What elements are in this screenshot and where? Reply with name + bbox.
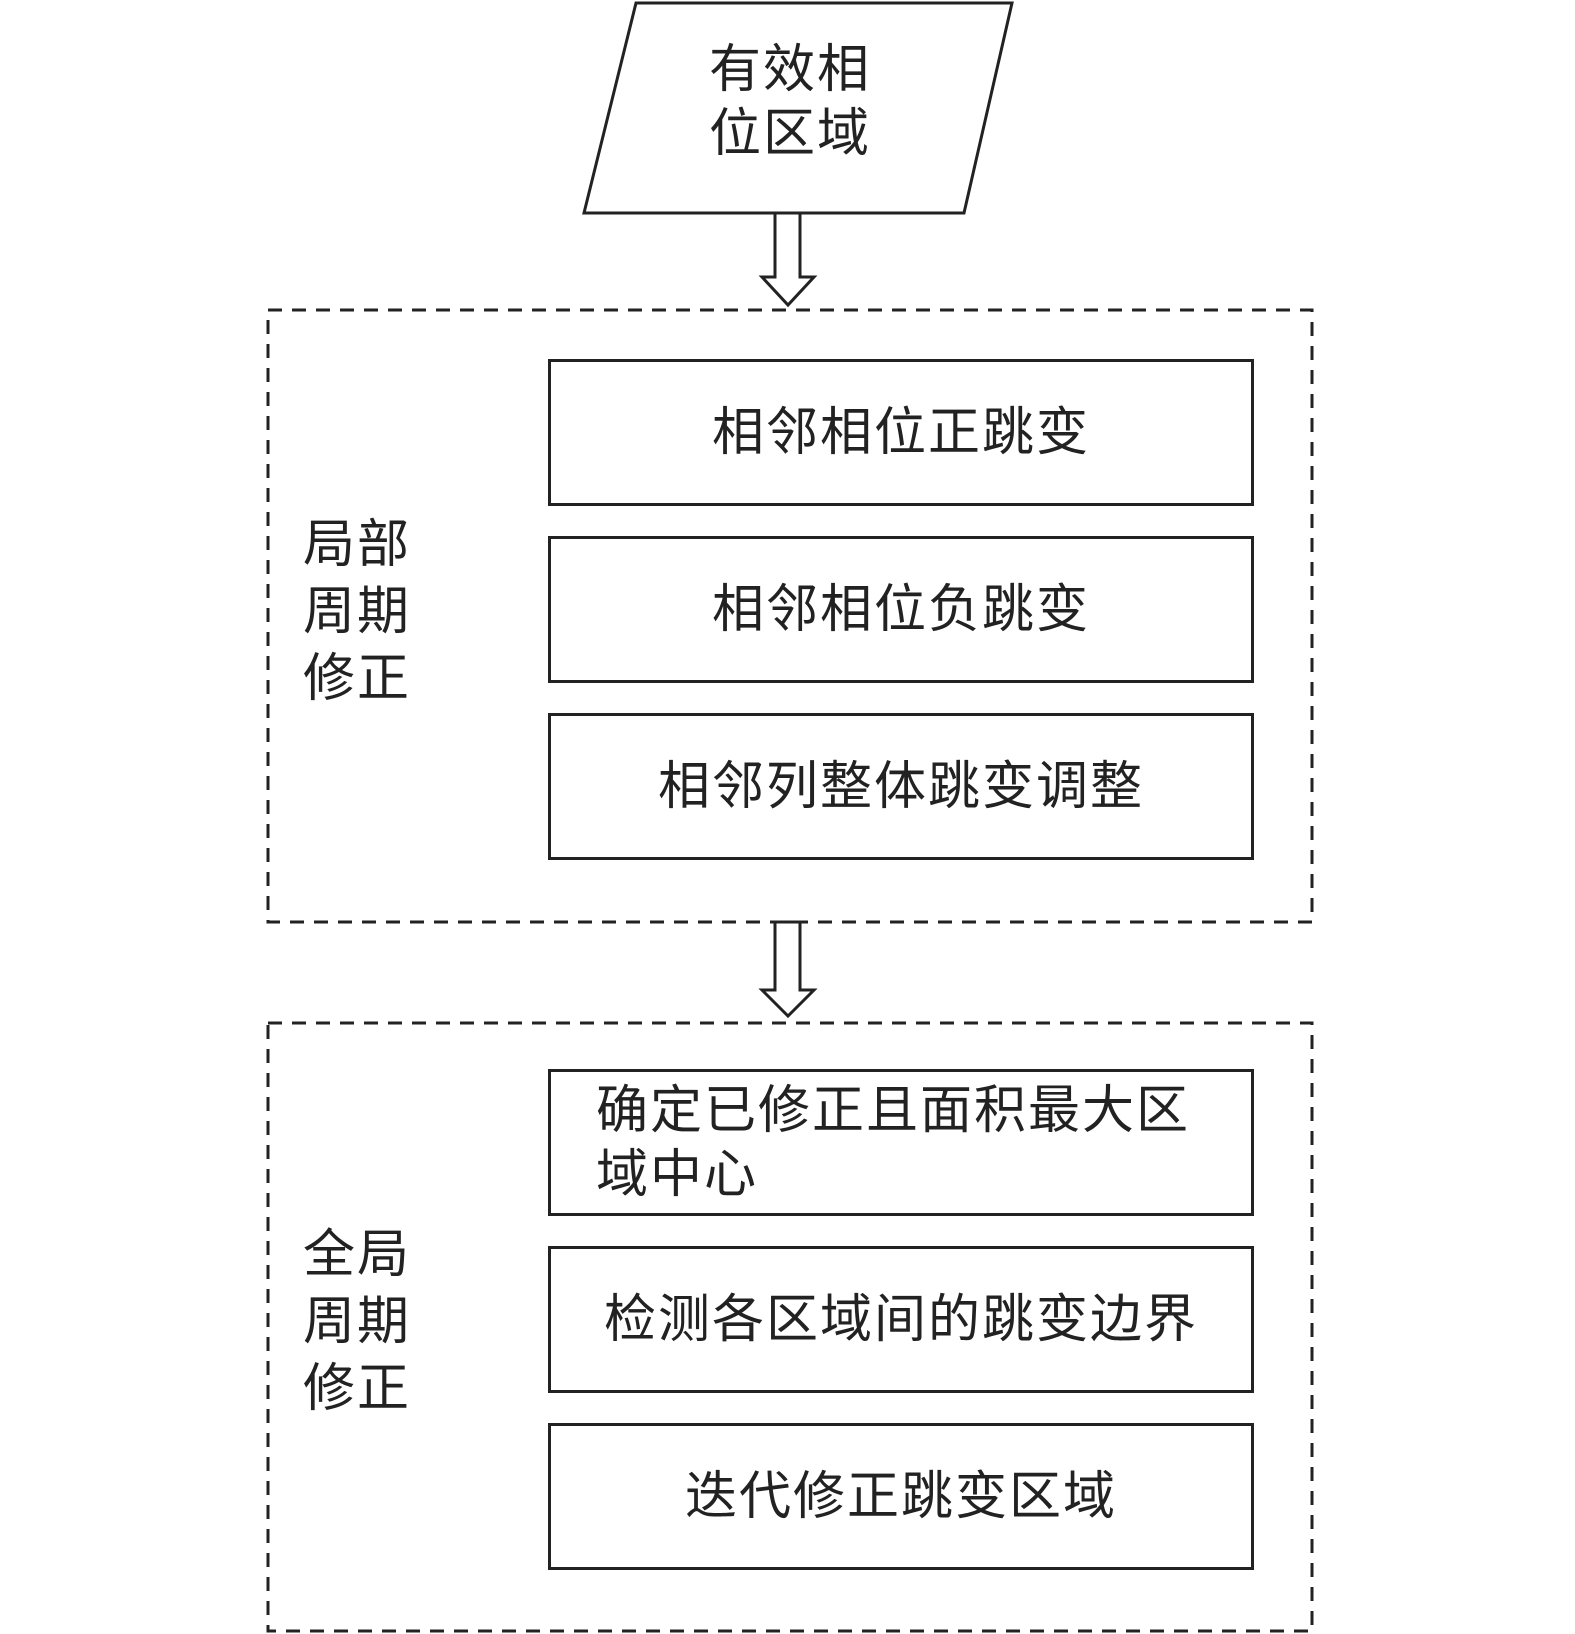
step-negative-jump: 相邻相位负跳变: [548, 536, 1254, 683]
step-column-adjust: 相邻列整体跳变调整: [548, 713, 1254, 860]
step-label: 确定已修正且面积最大区域中心: [596, 1080, 1191, 1205]
step-detect-boundaries: 检测各区域间的跳变边界: [548, 1246, 1254, 1393]
input-label-text: 有效相 位区域: [708, 40, 871, 164]
input-label: 有效相 位区域: [660, 38, 920, 166]
global-correction-label: 全局 周期 修正: [303, 1222, 423, 1423]
arrow-down-icon: [758, 211, 818, 308]
step-find-largest-region: 确定已修正且面积最大区域中心: [548, 1069, 1254, 1216]
local-correction-label: 局部 周期 修正: [303, 512, 423, 713]
input-parallelogram: [582, 1, 1014, 215]
step-label: 相邻列整体跳变调整: [657, 756, 1144, 817]
step-positive-jump: 相邻相位正跳变: [548, 359, 1254, 506]
step-label: 迭代修正跳变区域: [684, 1466, 1117, 1527]
step-label: 相邻相位负跳变: [711, 579, 1090, 640]
step-iterative-correction: 迭代修正跳变区域: [548, 1423, 1254, 1570]
arrow-down-icon: [758, 920, 818, 1019]
step-label: 相邻相位正跳变: [711, 402, 1090, 463]
step-label: 检测各区域间的跳变边界: [603, 1289, 1198, 1350]
local-correction-group-border: [266, 308, 1314, 924]
local-correction-label-text: 局部 周期 修正: [303, 515, 412, 709]
global-correction-group-border: [266, 1021, 1314, 1633]
global-correction-label-text: 全局 周期 修正: [303, 1225, 412, 1419]
